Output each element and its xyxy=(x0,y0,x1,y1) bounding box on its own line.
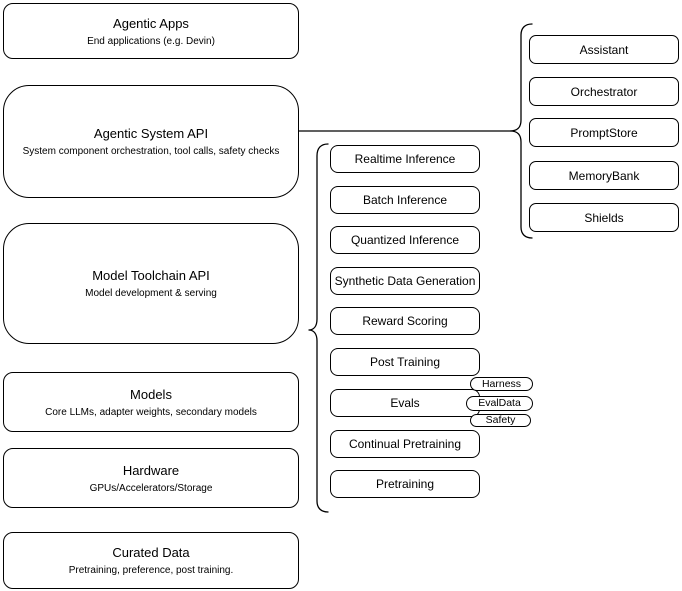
node-pretraining: Pretraining xyxy=(330,470,480,498)
node-label: Quantized Inference xyxy=(350,233,460,247)
node-synthetic-data-generation: Synthetic Data Generation xyxy=(330,267,480,295)
node-post-training: Post Training xyxy=(330,348,480,376)
tag-label: Harness xyxy=(481,377,522,390)
node-realtime-inference: Realtime Inference xyxy=(330,145,480,173)
node-title: Agentic Apps xyxy=(113,15,189,31)
node-title: Curated Data xyxy=(112,545,190,560)
node-label: Pretraining xyxy=(375,477,435,491)
node-label: Realtime Inference xyxy=(354,152,456,166)
node-promptstore: PromptStore xyxy=(529,118,679,147)
node-label: Synthetic Data Generation xyxy=(334,274,476,288)
tag-harness: Harness xyxy=(470,377,533,391)
node-orchestrator: Orchestrator xyxy=(529,77,679,106)
node-label: Assistant xyxy=(579,42,629,57)
node-model-toolchain-api: Model Toolchain API Model development & … xyxy=(3,223,299,344)
node-subtitle: Core LLMs, adapter weights, secondary mo… xyxy=(45,406,257,418)
node-title: Hardware xyxy=(122,462,180,478)
node-assistant: Assistant xyxy=(529,35,679,64)
node-label: Evals xyxy=(390,396,420,410)
node-reward-scoring: Reward Scoring xyxy=(330,307,480,335)
node-label: Batch Inference xyxy=(362,193,448,207)
node-subtitle: End applications (e.g. Devin) xyxy=(87,35,215,47)
node-quantized-inference: Quantized Inference xyxy=(330,226,480,254)
node-hardware: Hardware GPUs/Accelerators/Storage xyxy=(3,448,299,508)
tag-label: EvalData xyxy=(478,397,521,410)
node-subtitle: System component orchestration, tool cal… xyxy=(22,146,280,157)
tag-label: Safety xyxy=(485,414,516,427)
node-label: Orchestrator xyxy=(570,84,638,99)
brace-toolchain-services xyxy=(308,143,329,513)
node-subtitle: Model development & serving xyxy=(85,288,217,299)
node-continual-pretraining: Continual Pretraining xyxy=(330,430,480,458)
node-label: Shields xyxy=(584,210,624,225)
node-models: Models Core LLMs, adapter weights, secon… xyxy=(3,372,299,432)
node-evals: Evals xyxy=(330,389,480,417)
node-curated-data: Curated Data Pretraining, preference, po… xyxy=(3,532,299,589)
node-label: Continual Pretraining xyxy=(348,437,462,451)
node-label: Post Training xyxy=(369,355,441,369)
node-label: MemoryBank xyxy=(568,168,640,183)
node-agentic-apps: Agentic Apps End applications (e.g. Devi… xyxy=(3,3,299,59)
node-title: Model Toolchain API xyxy=(92,268,210,283)
node-shields: Shields xyxy=(529,203,679,232)
node-title: Models xyxy=(130,386,172,402)
node-title: Agentic System API xyxy=(93,126,209,141)
tag-safety: Safety xyxy=(470,414,531,427)
node-label: PromptStore xyxy=(570,125,638,140)
node-label: Reward Scoring xyxy=(362,314,448,328)
tag-evaldata: EvalData xyxy=(466,396,533,411)
node-memorybank: MemoryBank xyxy=(529,161,679,190)
node-subtitle: GPUs/Accelerators/Storage xyxy=(89,482,213,494)
node-batch-inference: Batch Inference xyxy=(330,186,480,214)
node-subtitle: Pretraining, preference, post training. xyxy=(68,565,234,576)
node-agentic-system-api: Agentic System API System component orch… xyxy=(3,85,299,198)
